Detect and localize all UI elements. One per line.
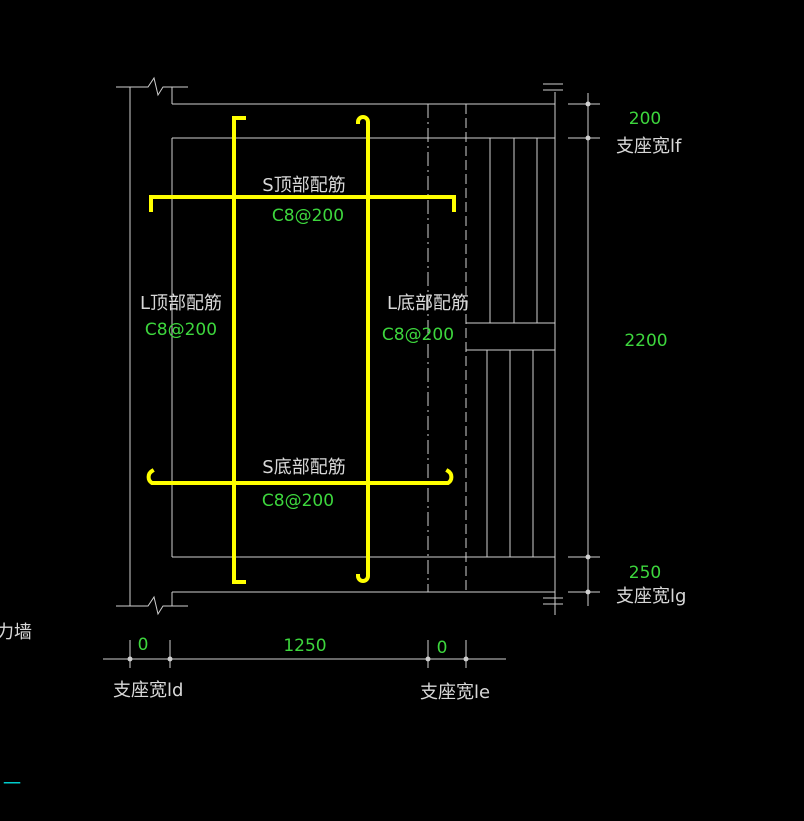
l-bottom-spec: C8@200 [382, 325, 454, 345]
s-top-rebar [149, 195, 456, 212]
bottom-dim-dot-3 [425, 656, 431, 662]
right-dim-dot-2 [585, 135, 591, 141]
cut-off-left-text: 力墙 [0, 622, 32, 643]
l-bottom-rebar [355, 115, 370, 583]
break-symbol-top [116, 76, 188, 97]
cut-off-bottom-left-text: 一 [3, 774, 21, 795]
right-dim-dot-1 [585, 101, 591, 107]
dim-bottom-label: 支座宽lg [616, 586, 686, 607]
dim-top-label: 支座宽lf [616, 136, 682, 157]
right-dim-dot-3 [585, 554, 591, 560]
slab-outline [116, 76, 563, 616]
dim-span-value: 1250 [283, 636, 326, 656]
s-bottom-spec: C8@200 [262, 491, 334, 511]
dim-bottom-mid-value: 0 [437, 638, 448, 658]
dim-top-value: 200 [629, 109, 661, 129]
l-top-label: L顶部配筋 [140, 293, 222, 314]
dim-bottom-value: 250 [629, 563, 661, 583]
break-symbol-bottom [116, 595, 188, 616]
dim-middle-value: 2200 [624, 331, 667, 351]
s-bottom-rebar [146, 468, 454, 485]
rebar-group [146, 115, 456, 584]
l-bottom-label: L底部配筋 [387, 293, 469, 314]
s-top-label: S顶部配筋 [262, 175, 345, 196]
bottom-dim-dot-1 [127, 656, 133, 662]
bottom-dim-dot-4 [463, 656, 469, 662]
dim-bottom-left-label: 支座宽ld [113, 680, 183, 701]
s-top-spec: C8@200 [272, 206, 344, 226]
bottom-dim-dot-2 [167, 656, 173, 662]
dim-bottom-left-value: 0 [138, 635, 149, 655]
l-top-rebar [232, 116, 246, 584]
right-dimension [568, 93, 600, 606]
right-dim-dot-4 [585, 589, 591, 595]
l-top-spec: C8@200 [145, 320, 217, 340]
dim-bottom-mid-label: 支座宽le [420, 682, 490, 703]
s-bottom-label: S底部配筋 [262, 457, 345, 478]
bottom-dimension [103, 640, 506, 668]
